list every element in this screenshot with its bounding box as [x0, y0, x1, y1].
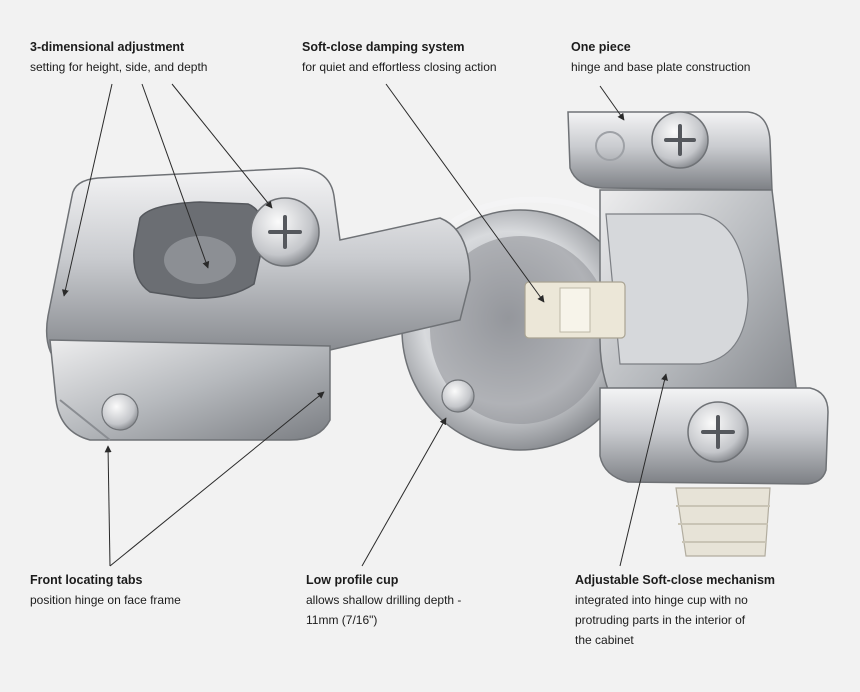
phillips-screw-icon — [701, 415, 735, 449]
callout-description: integrated into hinge cup with no protru… — [575, 593, 748, 647]
soft-close-damper — [524, 281, 626, 339]
phillips-screw-icon — [664, 124, 696, 156]
leader-adjust-2 — [141, 83, 210, 269]
callout-title: Front locating tabs — [30, 573, 143, 587]
callout-soft-close-mechanism: Adjustable Soft-close mechanism integrat… — [575, 570, 815, 650]
leader-tabs-1 — [104, 445, 112, 567]
plate-screw-top — [651, 111, 709, 169]
callout-description: for quiet and effortless closing action — [302, 60, 497, 74]
callout-title: Soft-close damping system — [302, 40, 465, 54]
callout-front-locating-tabs: Front locating tabs position hinge on fa… — [30, 570, 270, 610]
hinge-arm — [45, 167, 471, 441]
leader-lines — [61, 83, 668, 567]
callout-description: setting for height, side, and depth — [30, 60, 208, 74]
rivet-cup — [441, 379, 475, 413]
phillips-screw-icon — [268, 215, 302, 249]
logo-stamp-icon — [595, 131, 625, 161]
callout-low-profile-cup: Low profile cup allows shallow drilling … — [306, 570, 506, 630]
leader-adjust-1 — [61, 83, 113, 297]
callout-description: allows shallow drilling depth - 11mm (7/… — [306, 593, 462, 627]
callout-one-piece: One piece hinge and base plate construct… — [571, 37, 811, 77]
mounting-dowel — [675, 487, 771, 557]
callout-title: One piece — [571, 40, 631, 54]
callout-description: position hinge on face frame — [30, 593, 181, 607]
leader-damping — [385, 83, 545, 303]
callout-title: Low profile cup — [306, 573, 399, 587]
leader-adjust-3 — [171, 83, 273, 209]
callout-soft-close-damping: Soft-close damping system for quiet and … — [302, 37, 542, 77]
callout-title: Adjustable Soft-close mechanism — [575, 573, 776, 587]
leader-mechanism — [619, 373, 668, 567]
rivet-left — [101, 393, 139, 431]
adjustment-screw — [250, 197, 320, 267]
leader-tabs-2 — [109, 391, 325, 567]
callout-description: hinge and base plate construction — [571, 60, 751, 74]
callout-3d-adjustment: 3-dimensional adjustment setting for hei… — [30, 37, 270, 77]
leader-cup — [361, 417, 447, 567]
callout-title: 3-dimensional adjustment — [30, 40, 185, 54]
plate-screw-bottom — [687, 401, 749, 463]
leader-one-piece — [599, 85, 625, 121]
